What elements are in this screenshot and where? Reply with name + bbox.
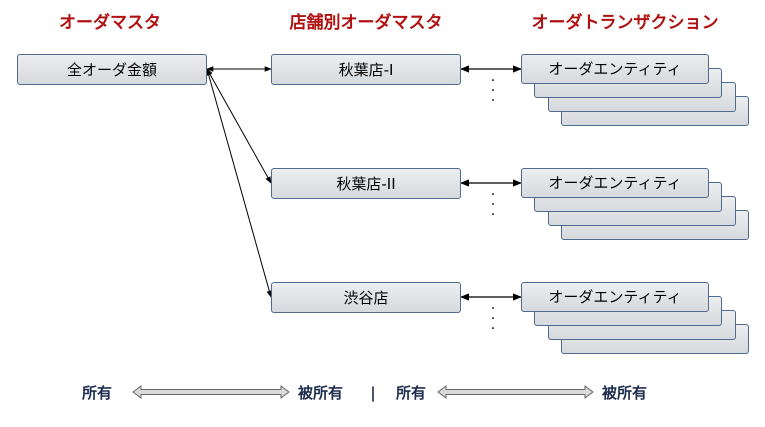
store-label-3: 渋谷店 <box>343 289 389 307</box>
legend-separator: | <box>370 384 376 402</box>
entity-label-1: オーダエンティティ <box>548 60 682 78</box>
header-order-transaction: オーダトランザクション <box>531 13 719 33</box>
total-order-amount-label: 全オーダ金額 <box>66 61 157 79</box>
header-store-order-master: 店舗別オーダマスタ <box>289 13 443 33</box>
entity-label-2: オーダエンティティ <box>548 174 682 192</box>
entity-box-front: オーダエンティティ <box>521 168 709 198</box>
entity-label-3: オーダエンティティ <box>548 288 682 306</box>
legend-owner-right: 所有 <box>396 384 427 402</box>
store-box-2: 秋葉店-II <box>271 168 461 199</box>
legend-owned-left: 被所有 <box>298 384 344 402</box>
legend-owner-left: 所有 <box>82 384 113 402</box>
store-box-3: 渋谷店 <box>271 282 461 313</box>
legend-arrow-right <box>437 385 594 399</box>
store-label-2: 秋葉店-II <box>336 175 396 193</box>
entity-box-front: オーダエンティティ <box>521 54 709 84</box>
total-order-amount-box: 全オーダ金額 <box>17 54 207 85</box>
ellipsis-icon: ··· <box>490 301 496 337</box>
store-label-1: 秋葉店-I <box>338 61 394 79</box>
link-total-to-store-3 <box>206 68 272 298</box>
header-order-master: オーダマスタ <box>59 13 161 33</box>
ellipsis-icon: ··· <box>490 187 496 223</box>
legend-owned-right: 被所有 <box>602 384 648 402</box>
ellipsis-icon: ··· <box>490 73 496 109</box>
link-total-to-store-2 <box>206 68 272 184</box>
entity-box-front: オーダエンティティ <box>521 282 709 312</box>
store-box-1: 秋葉店-I <box>271 54 461 85</box>
legend-arrow-left <box>132 385 290 399</box>
